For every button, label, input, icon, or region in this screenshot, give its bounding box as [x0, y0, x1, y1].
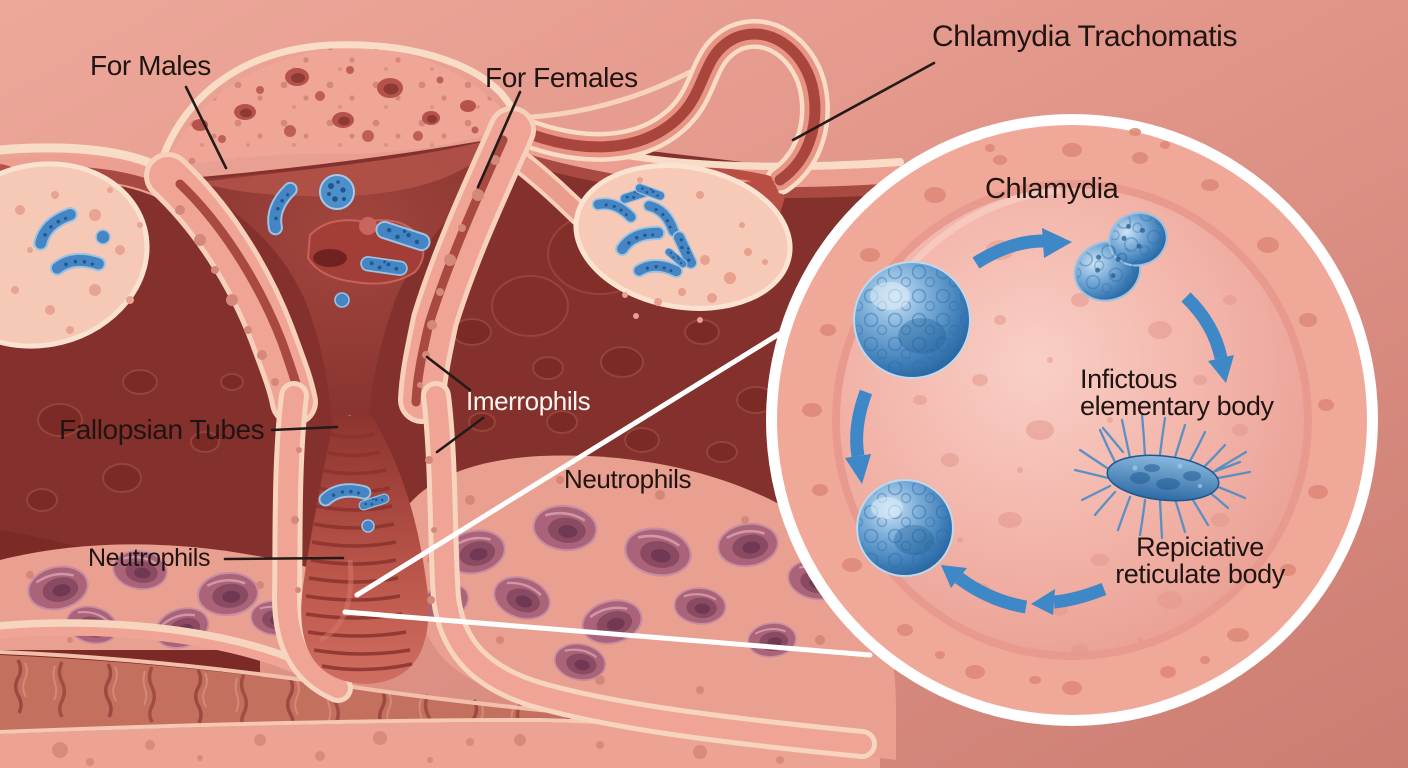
- label-for-females: For Females: [485, 62, 638, 93]
- leader-neutrophils-left: [223, 556, 345, 561]
- reticulate-body-sphere-top: [853, 261, 971, 379]
- inset-cell-circle: [766, 114, 1378, 726]
- magnifier-lines: [342, 331, 873, 658]
- label-chlamydia-trachomatis: Chlamydia Trachomatis: [932, 20, 1238, 53]
- leader-lines: [184, 61, 936, 561]
- label-fallopsian-tubes: Fallopsian Tubes: [59, 414, 265, 445]
- uterus-dome: [152, 41, 525, 182]
- leader-for-males: [184, 85, 228, 170]
- label-for-males: For Males: [90, 50, 211, 81]
- dividing-cell: [1073, 211, 1168, 302]
- leader-chlamydia-trachomatis: [791, 61, 936, 142]
- label-imerrophils: Imerrophils: [466, 386, 591, 416]
- label-replicative-line1: Repiciative: [1136, 532, 1264, 562]
- cycle-arrow-left: [845, 389, 873, 484]
- uterus-wall-columns: [144, 106, 536, 426]
- cycle-arrow-bottom-band: [941, 565, 1028, 614]
- label-neutrophils-left: Neutrophils: [88, 544, 211, 572]
- dome-glands: [192, 66, 479, 143]
- cycle-arrows: [845, 228, 1234, 615]
- leader-for-females: [476, 90, 522, 189]
- tissue-cells: [26, 189, 776, 512]
- left-ovary-bacteria: [35, 213, 111, 274]
- left-ovary: [0, 161, 150, 349]
- leader-imerrophils-lower: [435, 416, 485, 454]
- cycle-arrow-right: [1181, 292, 1234, 383]
- cycle-arrow-bottom-left: [1031, 582, 1107, 615]
- leader-imerrophils-upper: [425, 355, 472, 392]
- spiky-bacterium: [1073, 413, 1252, 540]
- leader-fallopsian-tubes: [270, 425, 339, 432]
- label-infectious-line2: elementary body: [1080, 391, 1274, 421]
- cavity-bacteria: [266, 174, 433, 433]
- canal-bacteria: [326, 488, 391, 533]
- cycle-arrow-top: [972, 228, 1072, 269]
- inset-title: Chlamydia: [985, 173, 1119, 205]
- label-replicative-line2: reticulate body: [1115, 559, 1285, 589]
- uterine-cavity: [185, 134, 510, 433]
- label-replicative-reticulate-body: Repiciative reticulate body: [1100, 534, 1300, 588]
- label-infectious-line1: Infictous: [1080, 364, 1177, 394]
- right-ovary: [573, 163, 793, 323]
- label-neutrophils-right: Neutrophils: [564, 464, 692, 494]
- reticulate-body-sphere-bottom: [856, 479, 954, 577]
- label-infectious-elementary-body: Infictous elementary body: [1080, 366, 1274, 420]
